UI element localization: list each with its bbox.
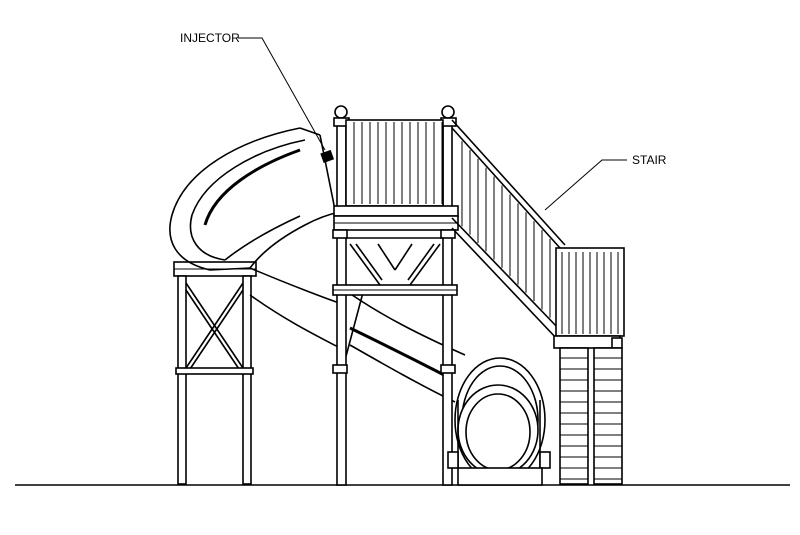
stair-leader-line bbox=[544, 159, 627, 211]
slide-flume-upper bbox=[169, 127, 341, 271]
injector-label: INJECTOR bbox=[180, 31, 240, 45]
injector-leader-line bbox=[238, 37, 326, 151]
left-support-tower bbox=[173, 261, 257, 485]
main-tower bbox=[332, 105, 459, 486]
stair-label: STAIR bbox=[632, 153, 667, 167]
injector-icon bbox=[320, 149, 335, 164]
exit-tube bbox=[447, 357, 551, 486]
stair bbox=[451, 119, 625, 485]
